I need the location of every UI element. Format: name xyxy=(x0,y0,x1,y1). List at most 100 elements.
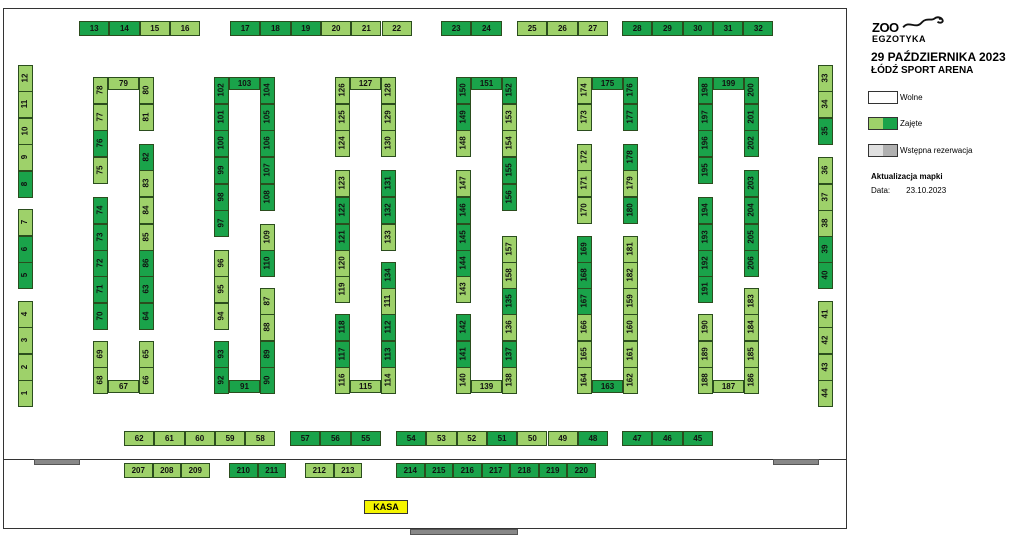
booth-48[interactable]: 48 xyxy=(577,431,609,446)
booth-40[interactable]: 40 xyxy=(818,262,833,289)
booth-215[interactable]: 215 xyxy=(424,463,453,478)
booth-77[interactable]: 77 xyxy=(93,104,108,131)
booth-168[interactable]: 168 xyxy=(577,262,592,289)
booth-186[interactable]: 186 xyxy=(744,367,759,394)
booth-120[interactable]: 120 xyxy=(335,250,350,277)
booth-178[interactable]: 178 xyxy=(623,144,638,171)
booth-78[interactable]: 78 xyxy=(93,77,108,104)
booth-60[interactable]: 60 xyxy=(184,431,215,446)
booth-100[interactable]: 100 xyxy=(214,130,229,157)
booth-34[interactable]: 34 xyxy=(818,91,833,118)
booth-140[interactable]: 140 xyxy=(456,367,471,394)
booth-111[interactable]: 111 xyxy=(381,288,396,315)
booth-180[interactable]: 180 xyxy=(623,197,638,224)
booth-187[interactable]: 187 xyxy=(713,380,744,393)
booth-16[interactable]: 16 xyxy=(169,21,201,36)
booth-28[interactable]: 28 xyxy=(622,21,653,36)
booth-129[interactable]: 129 xyxy=(381,104,396,131)
booth-203[interactable]: 203 xyxy=(744,170,759,197)
booth-103[interactable]: 103 xyxy=(229,77,260,90)
booth-150[interactable]: 150 xyxy=(456,77,471,104)
booth-123[interactable]: 123 xyxy=(335,170,350,197)
booth-74[interactable]: 74 xyxy=(93,197,108,224)
booth-118[interactable]: 118 xyxy=(335,314,350,341)
booth-64[interactable]: 64 xyxy=(139,303,154,330)
booth-134[interactable]: 134 xyxy=(381,262,396,289)
booth-69[interactable]: 69 xyxy=(93,341,108,368)
booth-173[interactable]: 173 xyxy=(577,104,592,131)
booth-188[interactable]: 188 xyxy=(698,367,713,394)
booth-86[interactable]: 86 xyxy=(139,250,154,277)
booth-2[interactable]: 2 xyxy=(18,354,33,381)
booth-41[interactable]: 41 xyxy=(818,301,833,328)
booth-131[interactable]: 131 xyxy=(381,170,396,197)
booth-47[interactable]: 47 xyxy=(622,431,653,446)
booth-133[interactable]: 133 xyxy=(381,224,396,251)
booth-119[interactable]: 119 xyxy=(335,276,350,303)
booth-1[interactable]: 1 xyxy=(18,380,33,407)
booth-199[interactable]: 199 xyxy=(713,77,744,90)
booth-155[interactable]: 155 xyxy=(502,157,517,184)
booth-169[interactable]: 169 xyxy=(577,236,592,263)
booth-153[interactable]: 153 xyxy=(502,104,517,131)
booth-7[interactable]: 7 xyxy=(18,209,33,236)
booth-171[interactable]: 171 xyxy=(577,170,592,197)
booth-45[interactable]: 45 xyxy=(682,431,713,446)
booth-208[interactable]: 208 xyxy=(152,463,181,478)
booth-84[interactable]: 84 xyxy=(139,197,154,224)
booth-29[interactable]: 29 xyxy=(652,21,683,36)
booth-152[interactable]: 152 xyxy=(502,77,517,104)
booth-190[interactable]: 190 xyxy=(698,314,713,341)
booth-147[interactable]: 147 xyxy=(456,170,471,197)
booth-89[interactable]: 89 xyxy=(260,341,275,368)
booth-127[interactable]: 127 xyxy=(350,77,381,90)
booth-212[interactable]: 212 xyxy=(305,463,334,478)
booth-15[interactable]: 15 xyxy=(139,21,170,36)
booth-10[interactable]: 10 xyxy=(18,118,33,145)
booth-176[interactable]: 176 xyxy=(623,77,638,104)
booth-73[interactable]: 73 xyxy=(93,224,108,251)
booth-161[interactable]: 161 xyxy=(623,341,638,368)
booth-200[interactable]: 200 xyxy=(744,77,759,104)
booth-148[interactable]: 148 xyxy=(456,130,471,157)
booth-63[interactable]: 63 xyxy=(139,276,154,303)
booth-46[interactable]: 46 xyxy=(652,431,683,446)
booth-49[interactable]: 49 xyxy=(547,431,578,446)
booth-184[interactable]: 184 xyxy=(744,314,759,341)
booth-32[interactable]: 32 xyxy=(743,21,774,36)
booth-94[interactable]: 94 xyxy=(214,303,229,330)
booth-144[interactable]: 144 xyxy=(456,250,471,277)
booth-201[interactable]: 201 xyxy=(744,104,759,131)
booth-113[interactable]: 113 xyxy=(381,341,396,368)
booth-71[interactable]: 71 xyxy=(93,276,108,303)
booth-54[interactable]: 54 xyxy=(396,431,427,446)
booth-128[interactable]: 128 xyxy=(381,77,396,104)
booth-189[interactable]: 189 xyxy=(698,341,713,368)
booth-98[interactable]: 98 xyxy=(214,184,229,211)
booth-143[interactable]: 143 xyxy=(456,276,471,303)
booth-207[interactable]: 207 xyxy=(124,463,153,478)
booth-37[interactable]: 37 xyxy=(818,184,833,211)
booth-80[interactable]: 80 xyxy=(139,77,154,104)
booth-31[interactable]: 31 xyxy=(712,21,744,36)
booth-167[interactable]: 167 xyxy=(577,288,592,315)
booth-87[interactable]: 87 xyxy=(260,288,275,315)
booth-217[interactable]: 217 xyxy=(481,463,510,478)
booth-182[interactable]: 182 xyxy=(623,262,638,289)
booth-115[interactable]: 115 xyxy=(350,380,381,393)
booth-42[interactable]: 42 xyxy=(818,327,833,354)
booth-24[interactable]: 24 xyxy=(471,21,502,36)
booth-130[interactable]: 130 xyxy=(381,130,396,157)
booth-93[interactable]: 93 xyxy=(214,341,229,368)
booth-75[interactable]: 75 xyxy=(93,157,108,184)
booth-61[interactable]: 61 xyxy=(154,431,185,446)
booth-141[interactable]: 141 xyxy=(456,341,471,368)
booth-121[interactable]: 121 xyxy=(335,224,350,251)
booth-163[interactable]: 163 xyxy=(592,380,623,393)
booth-158[interactable]: 158 xyxy=(502,262,517,289)
booth-196[interactable]: 196 xyxy=(698,130,713,157)
booth-192[interactable]: 192 xyxy=(698,250,713,277)
booth-216[interactable]: 216 xyxy=(453,463,482,478)
booth-122[interactable]: 122 xyxy=(335,197,350,224)
booth-35[interactable]: 35 xyxy=(818,118,833,145)
